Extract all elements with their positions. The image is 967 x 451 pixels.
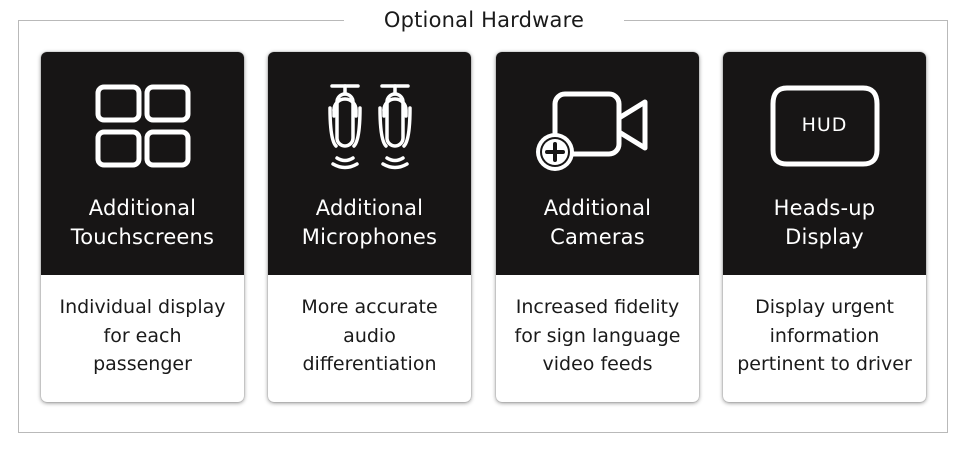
card-description: Increased fidelity for sign language vid… <box>514 296 681 375</box>
card-header: Additional Cameras <box>496 52 699 275</box>
card-title: Additional Cameras <box>543 196 652 249</box>
hud-icon-label: HUD <box>801 114 848 136</box>
card-heads-up-display: HUD Heads-up Display Display urgent info… <box>723 52 926 402</box>
section-title: Optional Hardware <box>344 5 624 35</box>
card-header: Additional Microphones <box>268 52 471 275</box>
touchscreens-grid-icon <box>41 80 244 180</box>
card-description: More accurate audio differentiation <box>301 296 438 375</box>
card-header: HUD Heads-up Display <box>723 52 926 275</box>
card-description: Individual display for each passenger <box>59 296 226 375</box>
card-microphones: Additional Microphones More accurate aud… <box>268 52 471 402</box>
card-title: Additional Touchscreens <box>70 196 215 249</box>
card-title: Additional Microphones <box>301 196 438 249</box>
hud-icon: HUD <box>723 80 926 180</box>
add-camera-icon <box>496 80 699 180</box>
card-header: Additional Touchscreens <box>41 52 244 275</box>
card-title: Heads-up Display <box>773 196 876 249</box>
microphones-icon <box>268 80 471 180</box>
card-touchscreens: Additional Touchscreens Individual displ… <box>41 52 244 402</box>
card-description: Display urgent information pertinent to … <box>737 296 912 375</box>
card-cameras: Additional Cameras Increased fidelity fo… <box>496 52 699 402</box>
